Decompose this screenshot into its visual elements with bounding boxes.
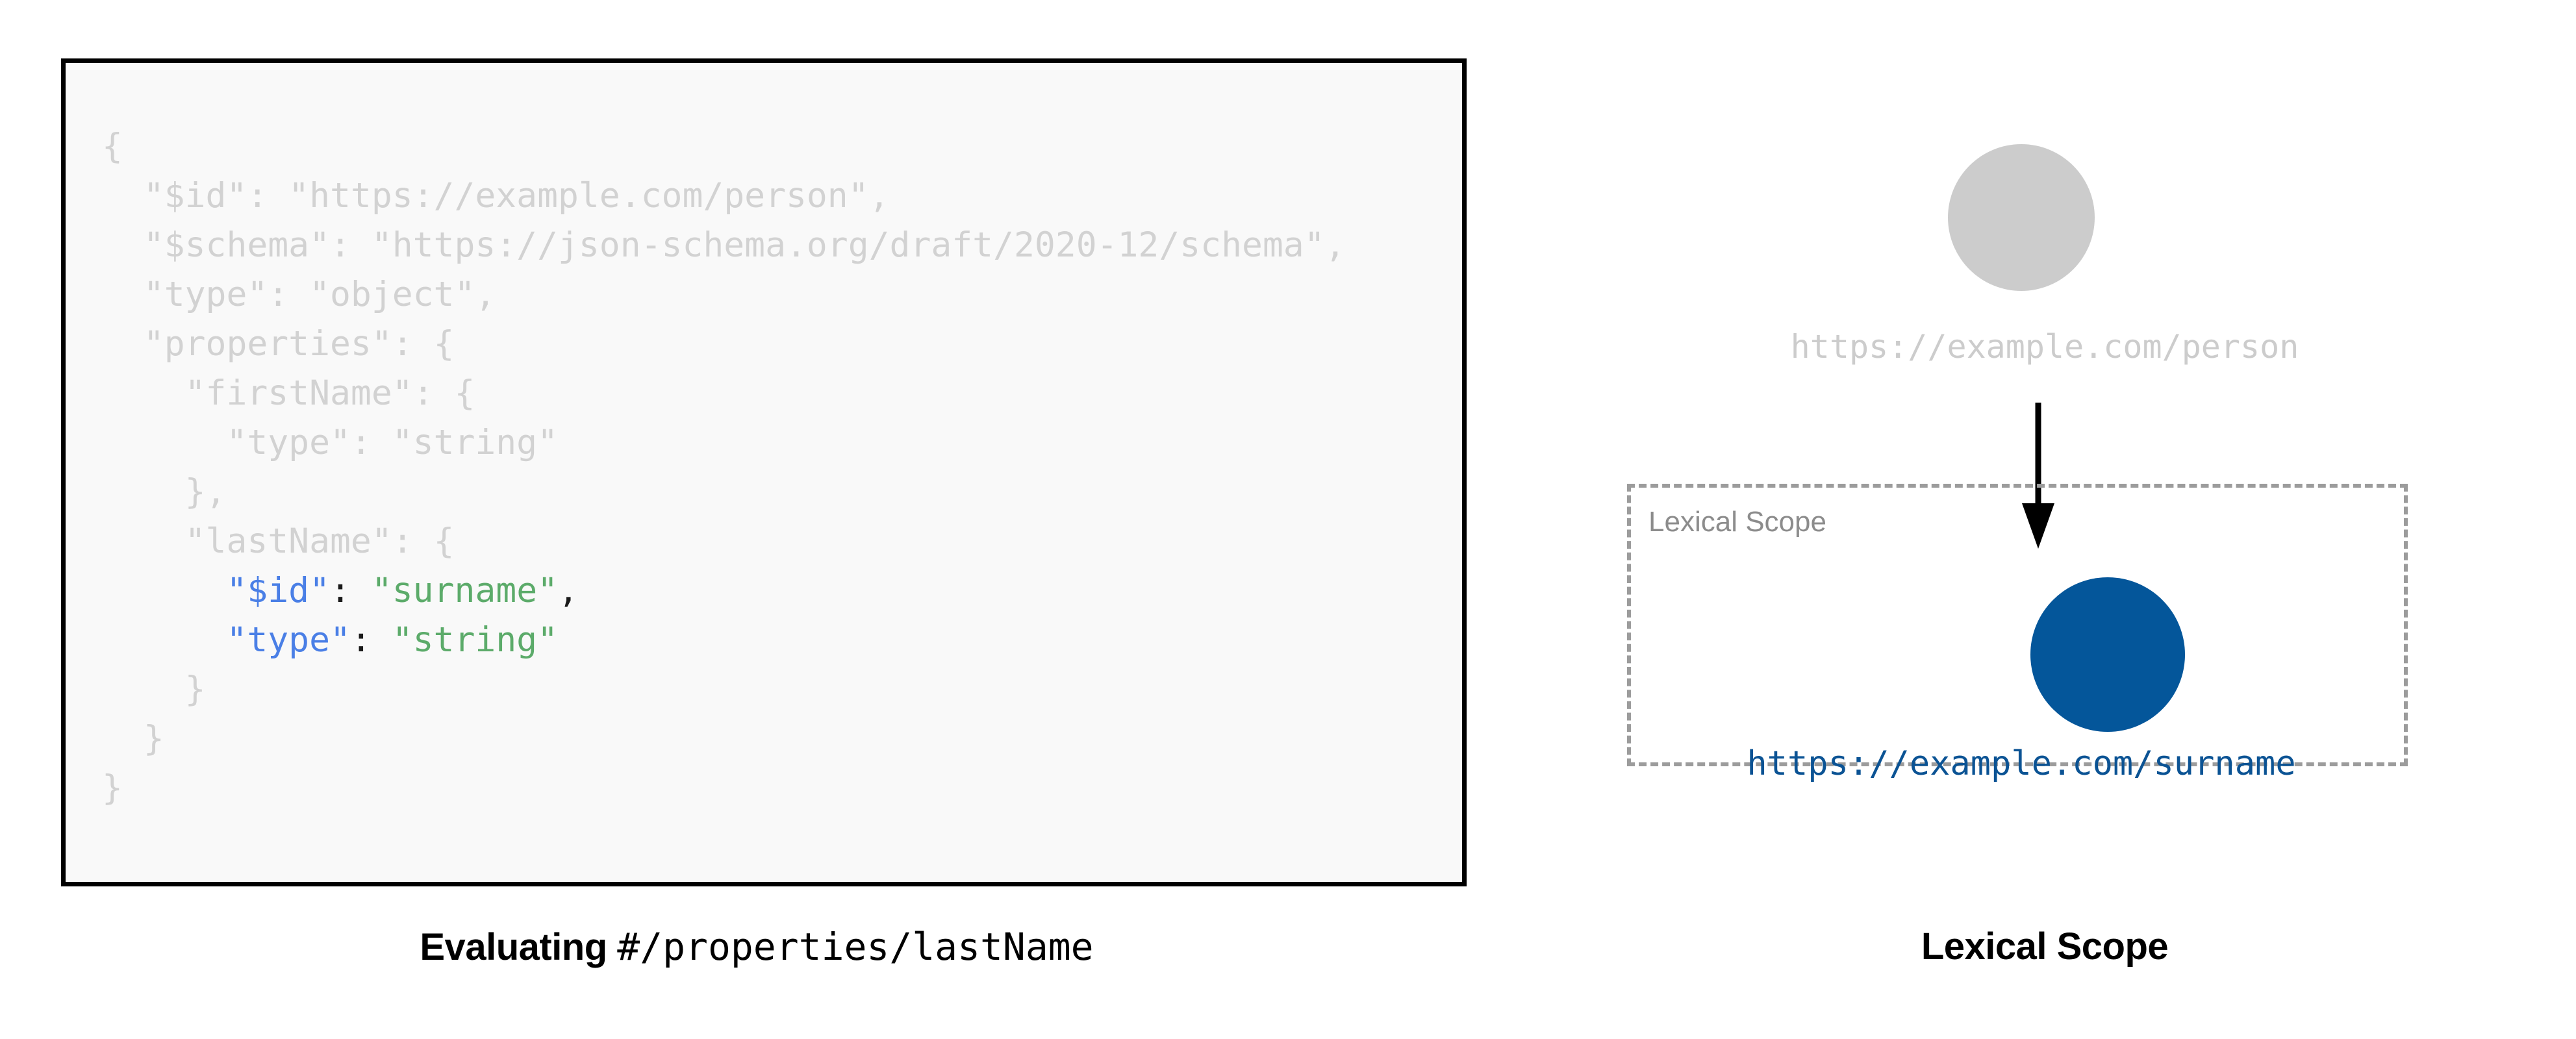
code-line: "lastName": { (102, 517, 1346, 566)
json-schema-panel: { "$id": "https://example.com/person", "… (0, 58, 1513, 969)
lexical-scope-diagram-panel: https://example.com/person Lexical Scope… (1513, 0, 2576, 1039)
code-token: { (102, 127, 123, 166)
code-token: , (558, 571, 579, 610)
evaluating-caption: Evaluating #/properties/lastName (0, 925, 1513, 969)
code-token: : (350, 620, 392, 660)
scoped-schema-node-label: https://example.com/surname (1747, 744, 2296, 783)
code-token: "type": "string" (102, 423, 558, 462)
code-token: } (102, 719, 164, 758)
code-token: "$id": "https://example.com/person", (102, 176, 890, 216)
root-schema-node-label: https://example.com/person (1790, 328, 2299, 366)
code-line: "type": "string" (102, 418, 1346, 468)
code-token: } (102, 670, 206, 709)
code-token: "type": "object", (102, 275, 496, 314)
root-schema-node-circle (1948, 144, 2095, 291)
json-schema-code-block: { "$id": "https://example.com/person", "… (61, 58, 1467, 886)
lexical-scope-caption: Lexical Scope (1921, 925, 2169, 968)
evaluating-caption-pointer: #/properties/lastName (617, 925, 1094, 969)
code-line: "$schema": "https://json-schema.org/draf… (102, 221, 1346, 270)
code-token: }, (102, 472, 227, 512)
code-line: } (102, 665, 1346, 714)
code-line: } (102, 764, 1346, 813)
code-line: "type": "object", (102, 270, 1346, 319)
json-schema-code-listing: { "$id": "https://example.com/person", "… (102, 122, 1346, 813)
scoped-schema-node-circle (2030, 577, 2185, 732)
code-token: : (330, 571, 372, 610)
code-line: { (102, 122, 1346, 171)
downward-arrow-icon (2022, 403, 2054, 549)
code-token: "firstName": { (102, 373, 475, 413)
code-token: "$id" (102, 571, 330, 610)
code-token: "surname" (371, 571, 559, 610)
lexical-scope-boundary: Lexical Scope https://example.com/surnam… (1627, 484, 2408, 783)
caption-spacer (607, 926, 618, 968)
code-token: "string" (392, 620, 559, 660)
code-token: "lastName": { (102, 521, 455, 561)
code-token: "type" (102, 620, 351, 660)
code-line: }, (102, 468, 1346, 517)
code-line: "type": "string" (102, 616, 1346, 665)
code-token: } (102, 768, 123, 808)
code-line: "$id": "surname", (102, 566, 1346, 616)
code-line: "properties": { (102, 319, 1346, 369)
code-token: "$schema": "https://json-schema.org/draf… (102, 225, 1346, 265)
code-line: } (102, 714, 1346, 764)
lexical-scope-tag-label: Lexical Scope (1648, 506, 1826, 538)
code-line: "firstName": { (102, 369, 1346, 418)
code-line: "$id": "https://example.com/person", (102, 171, 1346, 221)
evaluating-caption-bold: Evaluating (420, 926, 607, 968)
code-token: "properties": { (102, 324, 455, 364)
